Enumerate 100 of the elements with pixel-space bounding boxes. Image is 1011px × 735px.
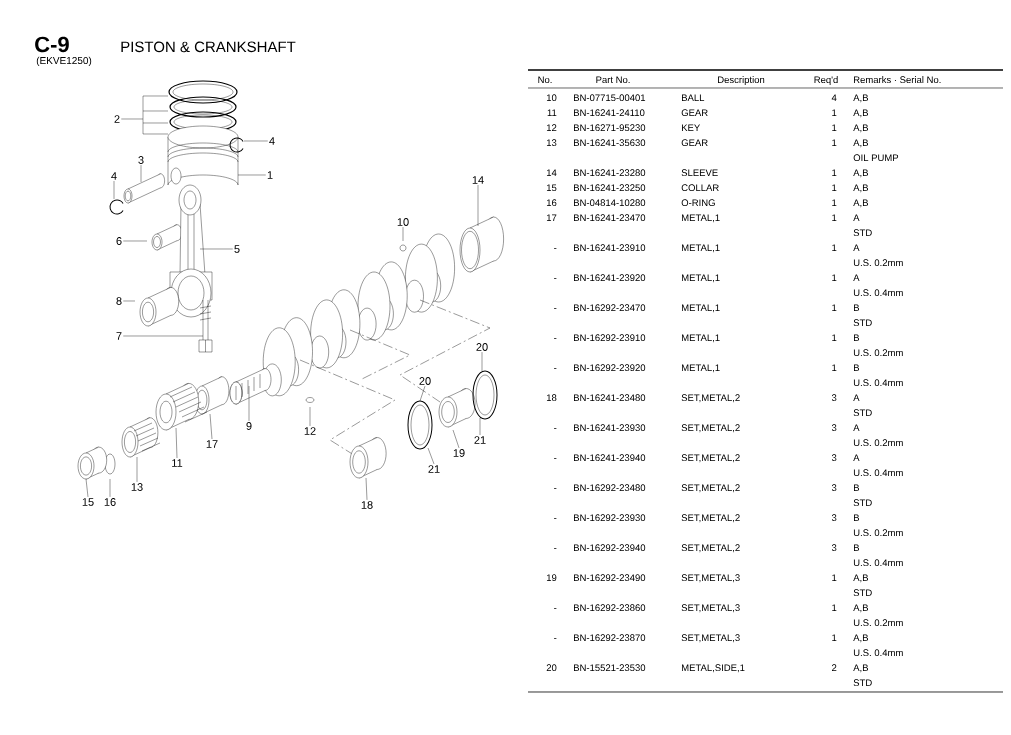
remarks: A,B (853, 169, 868, 178)
callout-number: 20 (476, 343, 488, 351)
part-description: SET,METAL,2 (681, 394, 740, 403)
callout-number: 10 (397, 218, 409, 226)
quantity: 1 (832, 604, 837, 611)
remarks: A,B (853, 124, 868, 133)
remarks: U.S. 0.2mm (853, 529, 903, 537)
remarks: A (853, 274, 860, 281)
remarks: A,B (853, 664, 868, 673)
leader-line (419, 385, 426, 402)
remarks: A,B (853, 199, 868, 208)
item-number: - (554, 278, 557, 279)
part-number: BN-16241-23470 (574, 214, 646, 222)
quantity: 1 (832, 109, 837, 116)
callout-number: 14 (472, 176, 484, 184)
leader-line (109, 478, 111, 498)
remarks: STD (853, 679, 872, 687)
remarks: STD (853, 589, 872, 597)
item-number: 14 (546, 169, 557, 176)
part-number: BN-16241-23480 (574, 394, 646, 402)
item-number: - (554, 368, 557, 369)
part-description: GEAR (681, 139, 708, 147)
quantity: 1 (832, 124, 837, 131)
remarks: A (853, 214, 860, 221)
part-description: SET,METAL,2 (681, 424, 740, 433)
remarks: A,B (853, 139, 868, 148)
callout-number: 4 (111, 172, 117, 180)
leader-line (427, 447, 435, 465)
item-number: 18 (546, 394, 557, 402)
item-number: 10 (546, 94, 557, 102)
leader-line (209, 413, 213, 440)
leader-line (113, 180, 115, 200)
remarks: B (854, 484, 860, 491)
callout-number: 13 (131, 483, 143, 491)
part-description: KEY (682, 124, 700, 131)
leader-line (121, 95, 169, 135)
part-number: BN-16292-23910 (574, 334, 646, 342)
callout-number: 12 (304, 427, 316, 435)
part-description: GEAR (681, 109, 708, 117)
callout-number: 7 (116, 332, 122, 340)
quantity: 1 (832, 574, 837, 581)
callout-number: 21 (428, 465, 440, 473)
callout-number: 8 (116, 297, 122, 305)
item-number: 16 (546, 199, 557, 207)
callout-number: 17 (206, 440, 218, 448)
remarks: STD (853, 409, 872, 417)
item-number: 13 (546, 139, 557, 147)
item-number: - (554, 428, 557, 429)
remarks: A,B (853, 634, 868, 643)
quantity: 1 (832, 184, 837, 191)
item-number: - (554, 248, 557, 249)
callout-number: 16 (104, 498, 116, 506)
part-number: BN-16241-23250 (574, 184, 646, 192)
part-description: SET,METAL,3 (681, 634, 740, 643)
callout-number: 1 (267, 171, 273, 179)
quantity: 1 (832, 304, 837, 311)
quantity: 1 (832, 199, 837, 206)
leader-line (123, 300, 136, 302)
remarks: A (853, 424, 860, 431)
page-title: PISTON & CRANKSHAFT (121, 41, 296, 53)
callout-number: 5 (234, 245, 240, 253)
item-number: - (554, 488, 557, 489)
leader-line (365, 477, 368, 501)
part-description: O-RING (681, 199, 715, 207)
quantity: 1 (832, 139, 837, 146)
item-number: - (554, 338, 557, 339)
leader-line (123, 240, 148, 242)
part-number: BN-04814-10280 (574, 199, 646, 207)
column-header: No. (538, 76, 552, 84)
leader-line (199, 248, 233, 250)
remarks: OIL PUMP (853, 154, 899, 162)
leader-line (309, 406, 311, 427)
part-number: BN-16292-23920 (574, 364, 646, 372)
part-number: BN-16241-35630 (574, 139, 646, 147)
callout-number: 2 (114, 115, 120, 123)
callout-number: 6 (116, 237, 122, 245)
part-number: BN-16292-23870 (574, 634, 646, 642)
part-number: BN-07715-00401 (574, 94, 646, 102)
model-code: (EKVE1250) (36, 56, 92, 67)
item-number: - (554, 518, 557, 519)
quantity: 2 (832, 664, 837, 671)
leader-line (481, 351, 483, 372)
part-description: SET,METAL,3 (681, 574, 740, 583)
remarks: U.S. 0.2mm (853, 259, 903, 267)
leader-line (175, 427, 178, 459)
quantity: 1 (832, 169, 837, 176)
quantity: 3 (831, 544, 837, 552)
item-number: - (554, 638, 557, 639)
part-description: SET,METAL,2 (681, 514, 740, 523)
part-description: METAL,1 (682, 334, 720, 343)
callout-number: 15 (82, 498, 94, 506)
leader-line (123, 335, 204, 337)
callout-number: 21 (474, 436, 486, 444)
part-description: METAL,1 (682, 364, 720, 373)
section-code: C-9 (35, 36, 69, 53)
remarks: U.S. 0.2mm (853, 439, 903, 447)
remarks: B (854, 544, 860, 551)
quantity: 1 (832, 364, 837, 371)
column-header: Req'd (814, 76, 838, 85)
item-number: - (554, 458, 557, 459)
